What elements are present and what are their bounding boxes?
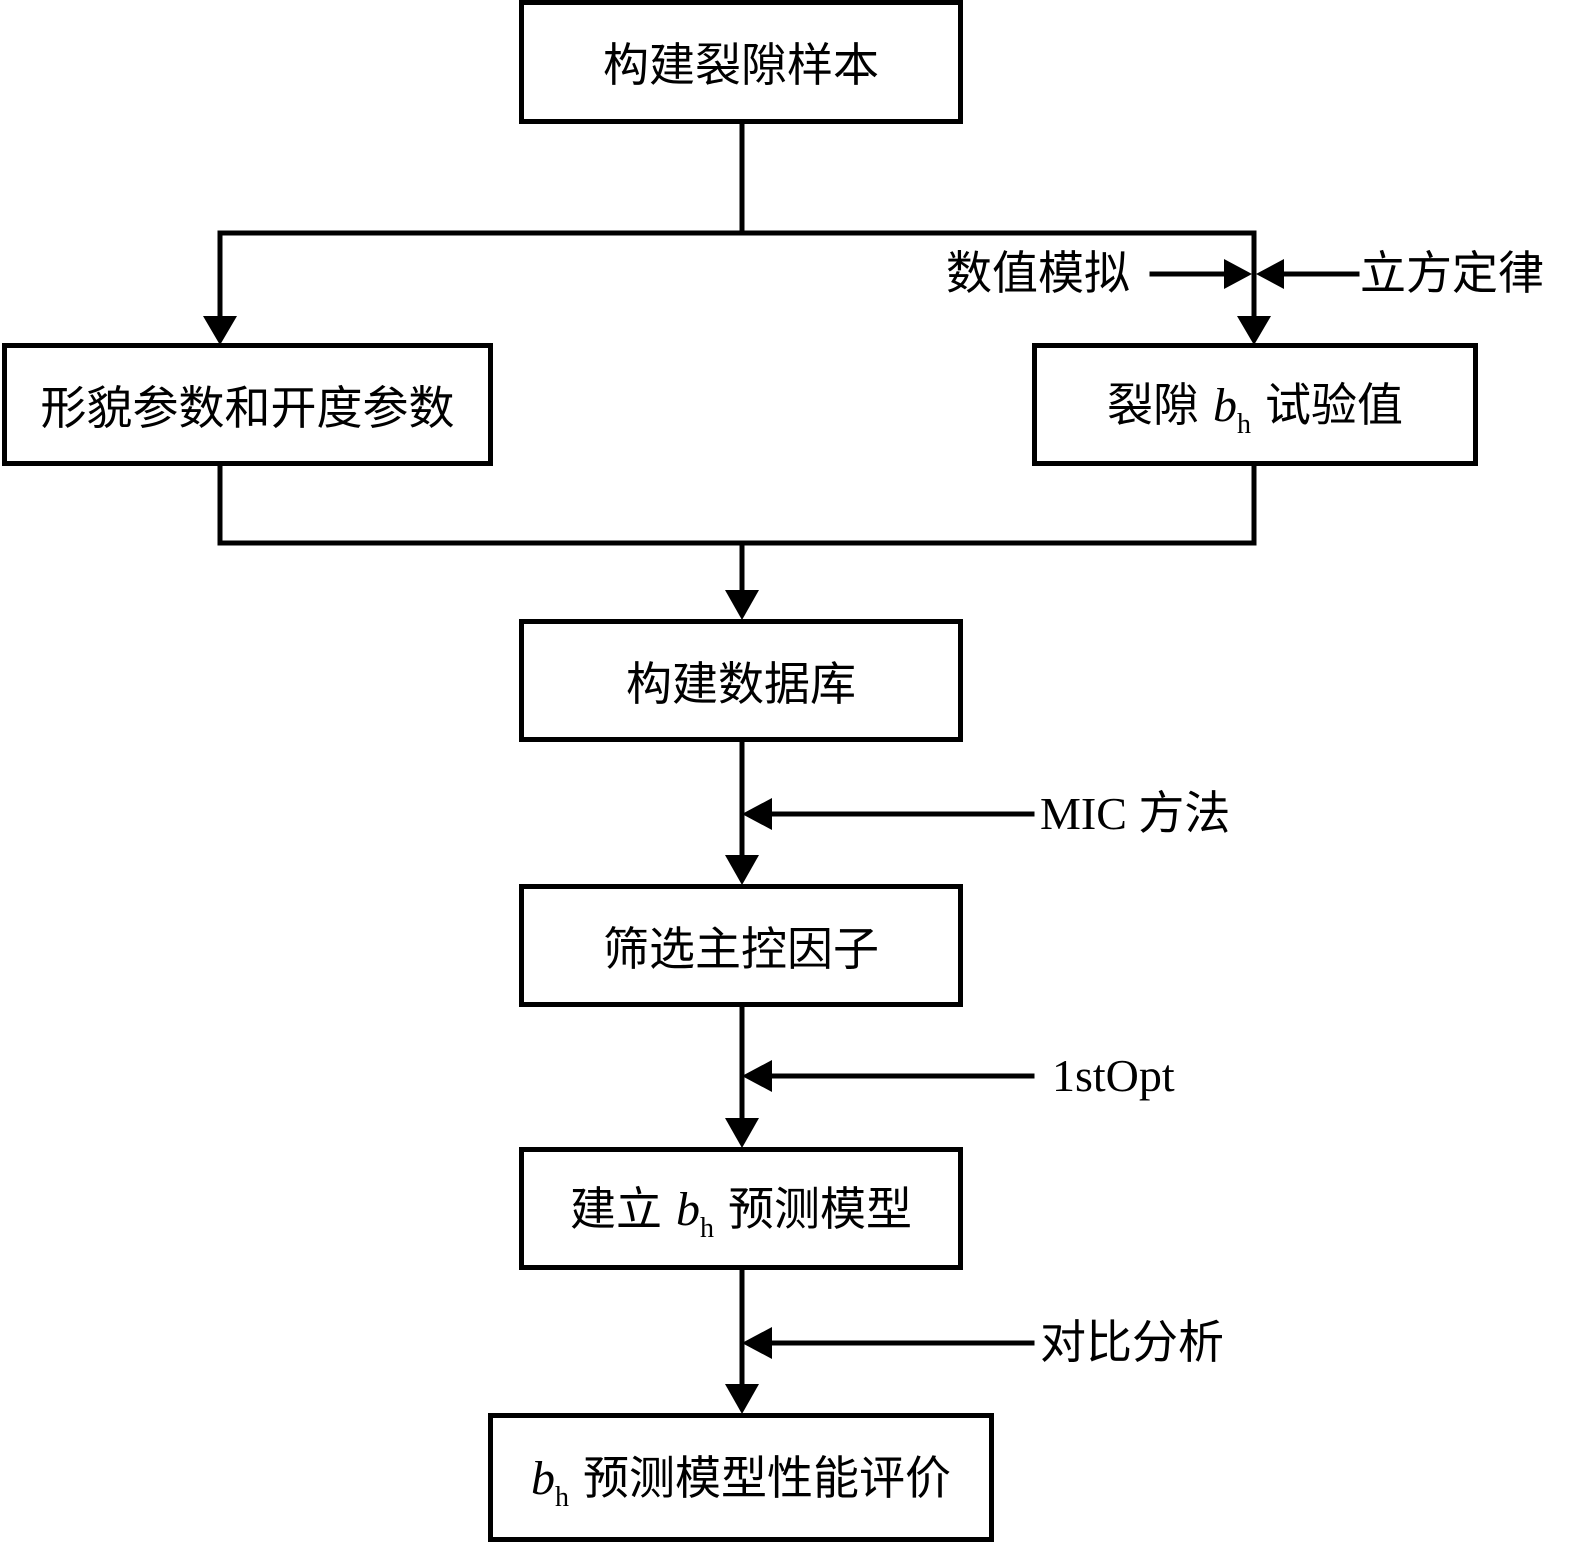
node-morphology-aperture-params: 形貌参数和开度参数 — [2, 343, 493, 466]
arrowhead-left — [742, 1327, 772, 1359]
node-evaluate-model-performance: bh 预测模型性能评价 — [488, 1413, 994, 1542]
arrowhead-right — [1224, 259, 1252, 289]
label-mic-method: MIC 方法 — [1040, 790, 1230, 837]
node-build-database: 构建数据库 — [519, 619, 963, 742]
subscript-h: h — [1237, 408, 1251, 440]
label-suffix: 试验值 — [1265, 377, 1403, 432]
label-prefix: 建立 — [570, 1181, 662, 1236]
arrowhead-left — [1256, 259, 1284, 289]
subscript-h: h — [700, 1212, 714, 1244]
label-prefix: 裂隙 — [1107, 377, 1199, 432]
node-label: 筛选主控因子 — [603, 921, 879, 976]
label-text: MIC 方法 — [1040, 788, 1231, 839]
node-label: 构建裂隙样本 — [603, 38, 879, 92]
arrowhead-left — [742, 1060, 772, 1092]
node-label: 形貌参数和开度参数 — [40, 380, 455, 435]
arrowhead-down — [1237, 316, 1271, 345]
arrowhead-down — [725, 1384, 759, 1414]
label-cubic-law: 立方定律 — [1360, 246, 1544, 300]
arrowhead-down — [725, 1118, 759, 1148]
label-1stopt: 1stOpt — [1052, 1052, 1175, 1099]
node-label: 裂隙 bh 试验值 — [1107, 369, 1403, 441]
subscript-h: h — [555, 1481, 569, 1513]
arrowhead-down — [203, 316, 237, 345]
arrowhead-down — [725, 590, 759, 620]
symbol-b: b — [1213, 378, 1237, 432]
label-comparative-analysis: 对比分析 — [1040, 1315, 1224, 1369]
node-label: 建立 bh 预测模型 — [570, 1173, 912, 1245]
node-build-bh-prediction-model: 建立 bh 预测模型 — [519, 1147, 963, 1270]
node-label: bh 预测模型性能评价 — [531, 1442, 951, 1514]
arrowhead-down — [725, 855, 759, 885]
label-suffix: 预测模型 — [728, 1181, 912, 1236]
label-numeric-simulation: 数值模拟 — [946, 246, 1130, 300]
node-fracture-bh-test-value: 裂隙 bh 试验值 — [1032, 343, 1478, 466]
label-text: 1stOpt — [1052, 1050, 1175, 1101]
node-label: 构建数据库 — [626, 656, 856, 711]
symbol-b: b — [531, 1451, 555, 1505]
node-build-fracture-sample: 构建裂隙样本 — [519, 0, 963, 124]
node-screen-main-factors: 筛选主控因子 — [519, 884, 963, 1007]
label-suffix: 预测模型性能评价 — [583, 1450, 951, 1505]
arrowhead-left — [742, 798, 772, 830]
symbol-b: b — [676, 1182, 700, 1236]
